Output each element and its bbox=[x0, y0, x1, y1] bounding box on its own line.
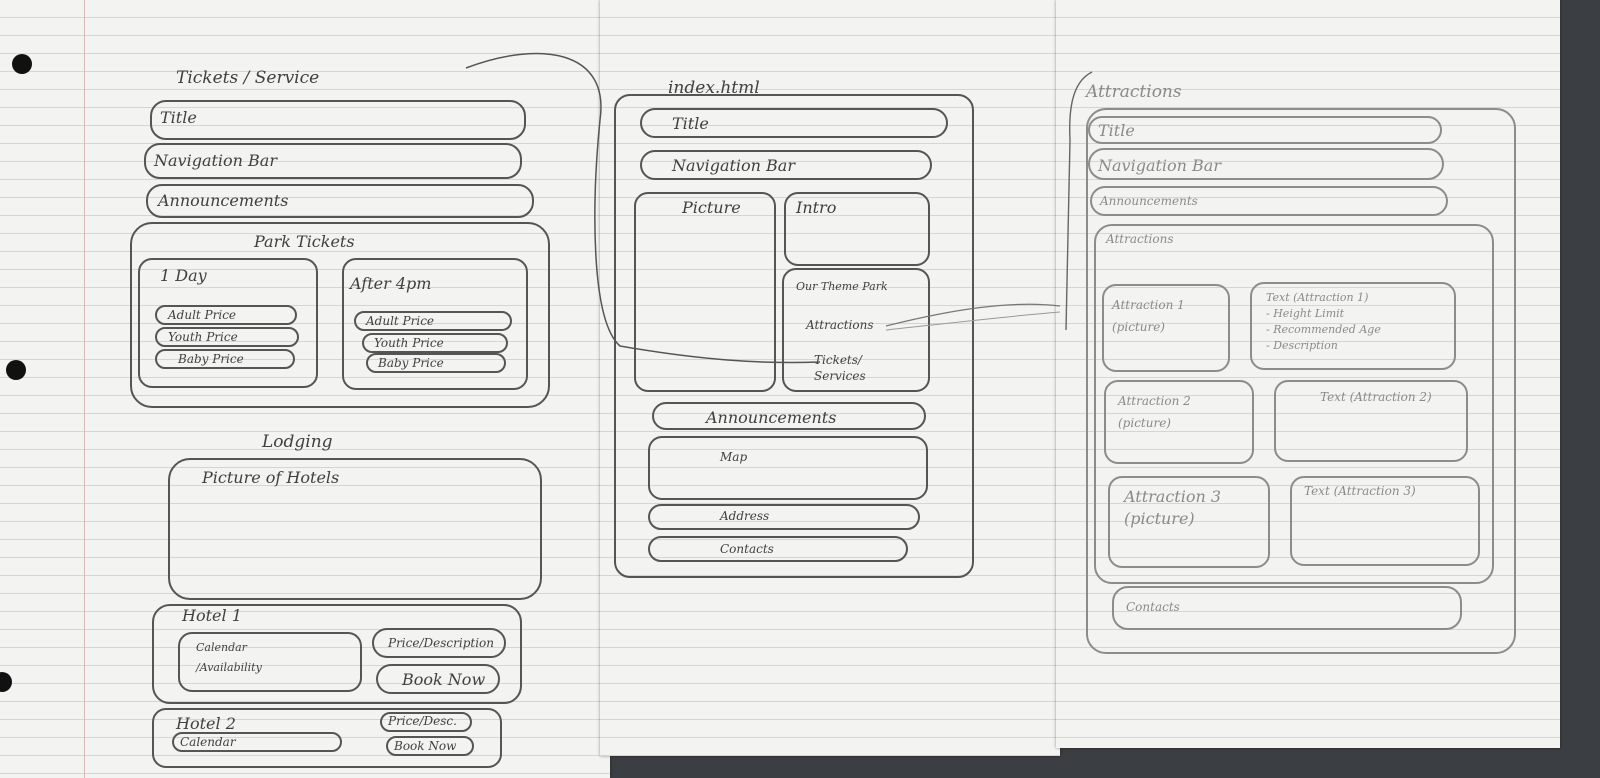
after-4pm-label: After 4pm bbox=[350, 274, 432, 293]
hotel-2-calendar-label: Calendar bbox=[180, 735, 236, 749]
lodging-heading: Lodging bbox=[262, 432, 333, 452]
attraction-3-text bbox=[1290, 476, 1480, 566]
attractions-section-label: Attractions bbox=[1106, 232, 1174, 246]
attractions-title-bar bbox=[1088, 116, 1442, 144]
attraction-3-picture-label: Attraction 3 (picture) bbox=[1124, 487, 1222, 528]
hotel-1-calendar bbox=[178, 632, 362, 692]
tickets-heading: Tickets / Service bbox=[176, 68, 320, 88]
tickets-nav-label: Navigation Bar bbox=[154, 151, 277, 170]
binder-hole bbox=[0, 672, 12, 692]
index-announcements-bar bbox=[652, 402, 926, 430]
tickets-title-label: Title bbox=[160, 108, 197, 127]
hotel-1-price-description bbox=[372, 628, 506, 658]
hotel-1-book-now bbox=[376, 664, 500, 694]
index-picture-label: Picture bbox=[682, 198, 741, 217]
one-day-box bbox=[138, 258, 318, 388]
attraction-2-picture bbox=[1104, 380, 1254, 464]
binder-hole bbox=[12, 54, 32, 74]
index-nav-label: Navigation Bar bbox=[672, 156, 795, 175]
attractions-announcements-label: Announcements bbox=[1100, 194, 1198, 208]
attraction-1-text-label: Text (Attraction 1) - Height Limit - Rec… bbox=[1266, 291, 1381, 352]
hotel-1-book-label: Book Now bbox=[402, 670, 486, 689]
one-day-adult-price bbox=[155, 305, 297, 325]
attraction-2-text bbox=[1274, 380, 1468, 462]
index-attractions-link[interactable]: Attractions bbox=[806, 318, 874, 332]
index-picture-box bbox=[634, 192, 776, 392]
attraction-1-text bbox=[1250, 282, 1456, 370]
park-tickets-label: Park Tickets bbox=[254, 232, 355, 251]
hotel-picture-label: Picture of Hotels bbox=[202, 468, 340, 487]
hotel-2-calendar bbox=[172, 732, 342, 752]
one-day-adult-label: Adult Price bbox=[168, 308, 237, 322]
index-intro-label: Intro bbox=[796, 198, 837, 217]
attractions-page-frame bbox=[1086, 108, 1516, 654]
hotel-1-price-label: Price/Description bbox=[388, 636, 494, 650]
hotel-2-book-now bbox=[386, 736, 474, 756]
index-tickets-link[interactable]: Tickets/ Services bbox=[814, 353, 866, 383]
hotel-1-label: Hotel 1 bbox=[182, 606, 242, 625]
tickets-announcements-label: Announcements bbox=[158, 191, 289, 210]
one-day-baby-label: Baby Price bbox=[178, 352, 244, 366]
hotel-2-label: Hotel 2 bbox=[176, 714, 236, 733]
one-day-baby-price bbox=[155, 349, 295, 369]
attractions-sheet: Attractions Title Navigation Bar Announc… bbox=[1056, 0, 1560, 748]
one-day-youth-label: Youth Price bbox=[168, 330, 238, 344]
hotel-2-box bbox=[152, 708, 502, 768]
hotel-picture-box bbox=[168, 458, 542, 600]
hotel-2-book-label: Book Now bbox=[394, 739, 457, 753]
hotel-1-calendar-label: Calendar /Availability bbox=[196, 641, 262, 674]
attractions-nav-label: Navigation Bar bbox=[1098, 156, 1221, 175]
index-map-label: Map bbox=[720, 450, 748, 464]
index-address-bar bbox=[648, 504, 920, 530]
attractions-heading: Attractions bbox=[1086, 82, 1182, 102]
attraction-2-text-label: Text (Attraction 2) bbox=[1320, 390, 1432, 404]
index-contacts-label: Contacts bbox=[720, 542, 774, 556]
attraction-1-picture bbox=[1102, 284, 1230, 372]
hotel-1-box bbox=[152, 604, 522, 704]
hotel-2-price-label: Price/Desc. bbox=[388, 714, 457, 728]
after-4pm-youth-label: Youth Price bbox=[374, 336, 444, 350]
attraction-1-picture-label: Attraction 1 (picture) bbox=[1112, 298, 1185, 334]
attraction-2-picture-label: Attraction 2 (picture) bbox=[1118, 394, 1191, 430]
index-announcements-label: Announcements bbox=[706, 408, 837, 427]
attraction-3-picture bbox=[1108, 476, 1270, 568]
binder-hole bbox=[6, 360, 26, 380]
tickets-title-bar bbox=[150, 100, 526, 140]
one-day-youth-price bbox=[155, 327, 299, 347]
tickets-sheet: Tickets / Service Title Navigation Bar A… bbox=[0, 0, 610, 778]
attraction-3-text-label: Text (Attraction 3) bbox=[1304, 484, 1416, 498]
one-day-label: 1 Day bbox=[160, 266, 207, 285]
after-4pm-baby-label: Baby Price bbox=[378, 356, 444, 370]
attractions-section bbox=[1094, 224, 1494, 584]
index-contacts-bar bbox=[648, 536, 908, 562]
attractions-contacts-label: Contacts bbox=[1126, 600, 1180, 614]
index-address-label: Address bbox=[720, 509, 770, 523]
index-map-box bbox=[648, 436, 928, 500]
index-our-park-label: Our Theme Park bbox=[796, 280, 888, 293]
hotel-2-price-description bbox=[380, 712, 472, 732]
attractions-title-label: Title bbox=[1098, 121, 1135, 140]
index-title-label: Title bbox=[672, 114, 709, 133]
attractions-contacts-bar bbox=[1112, 586, 1462, 630]
after-4pm-adult-label: Adult Price bbox=[366, 314, 435, 328]
index-sheet: index.html Title Navigation Bar Picture … bbox=[600, 0, 1060, 756]
